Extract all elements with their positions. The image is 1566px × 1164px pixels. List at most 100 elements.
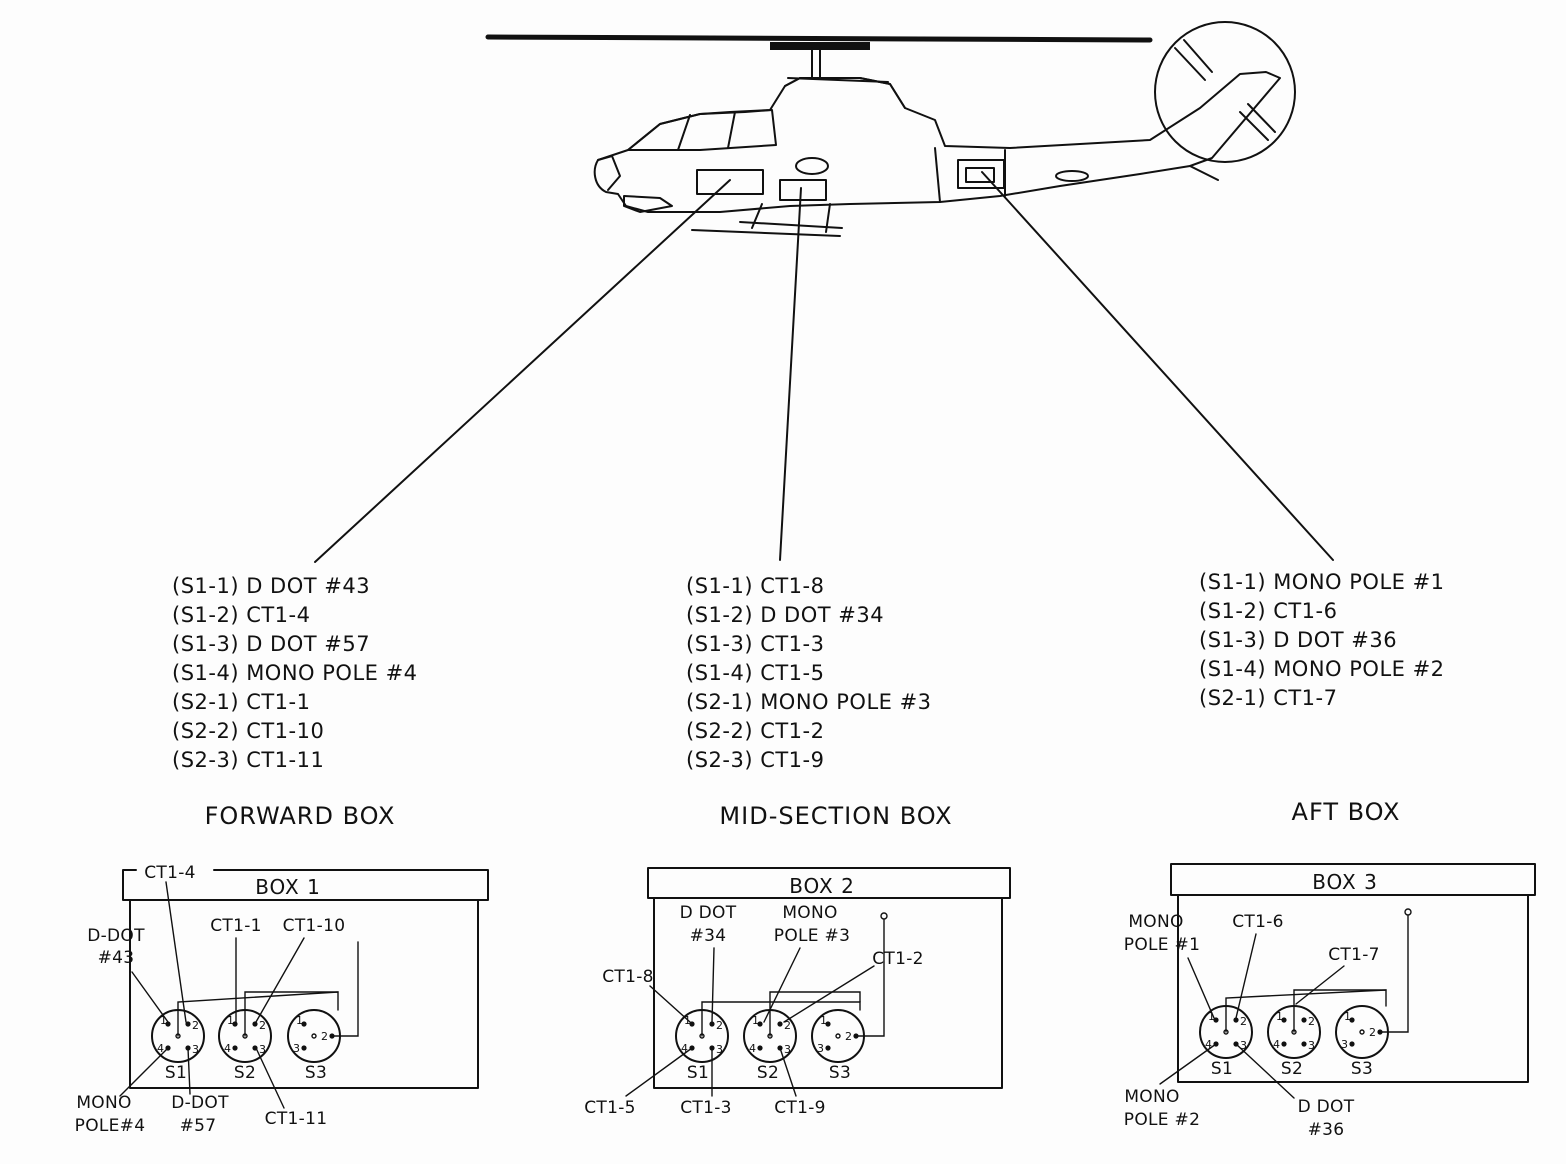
helicopter-drawing [485,21,1296,237]
box-3-label: BOX 3 [1312,870,1378,894]
svg-text:4: 4 [157,1042,164,1055]
socket-s1-label: S1 [1211,1059,1233,1079]
forward-box-title: FORWARD BOX [205,802,396,830]
connection-entry: (S1-2) D DOT #34 [686,603,884,627]
svg-text:2: 2 [845,1030,852,1043]
callout-ct1-3: CT1-3 [680,1098,732,1118]
svg-text:1: 1 [227,1014,234,1027]
connection-entry: (S2-2) CT1-10 [172,719,324,743]
svg-text:1: 1 [1344,1010,1351,1023]
socket-s1-label: S1 [687,1063,709,1083]
svg-text:1: 1 [1208,1010,1215,1023]
connection-entry: (S1-3) CT1-3 [686,632,824,656]
socket-s3-label: S3 [1351,1059,1373,1079]
socket-s2-label: S2 [1281,1059,1303,1079]
connection-entry: (S1-4) MONO POLE #2 [1199,657,1445,681]
svg-text:3: 3 [784,1043,791,1056]
mid-box-title: MID-SECTION BOX [719,802,952,830]
aft-leader-line [981,171,1334,561]
svg-text:4: 4 [1273,1038,1280,1051]
callout-d-dot-34: D DOT [680,903,737,923]
svg-text:#43: #43 [98,948,135,968]
svg-text:2: 2 [321,1030,328,1043]
connection-entry: (S1-4) MONO POLE #4 [172,661,418,685]
wire [177,991,339,1037]
svg-text:3: 3 [293,1042,300,1055]
box-2-enclosure [653,897,1003,1089]
exhaust-outlet [795,157,829,175]
callout-mono-pole-2: MONO [1124,1087,1179,1107]
box-1-label: BOX 1 [255,875,321,899]
svg-text:1: 1 [160,1014,167,1027]
svg-text:3: 3 [1341,1038,1348,1051]
callout-mono-pole-3: MONO [782,903,837,923]
svg-text:1: 1 [752,1014,759,1027]
svg-text:3: 3 [259,1043,266,1056]
callout-ct1-4: CT1-4 [144,863,196,883]
socket-s3-label: S3 [829,1063,851,1083]
svg-text:1: 1 [820,1014,827,1027]
box-1-diagram: BOX 1 1 2 3 4 1 2 3 4 1 [75,863,489,1136]
rotor-hub [770,42,870,50]
svg-text:4: 4 [749,1042,756,1055]
mid-connection-list: (S1-1) CT1-8 (S1-2) D DOT #34 (S1-3) CT1… [686,574,932,772]
svg-text:1: 1 [296,1014,303,1027]
connection-entry: (S2-2) CT1-2 [686,719,824,743]
socket-s1-label: S1 [165,1063,187,1083]
mid-leader-line [779,187,802,561]
callout-ct1-2: CT1-2 [872,949,924,969]
connection-entry: (S1-1) D DOT #43 [172,574,370,598]
box-3-diagram: BOX 3 1 2 3 4 1 2 3 4 1 2 [1124,863,1536,1140]
svg-text:3: 3 [1308,1039,1315,1052]
connection-entry: (S1-2) CT1-6 [1199,599,1337,623]
aft-access-panel [957,159,1005,189]
connection-entry: (S1-3) D DOT #36 [1199,628,1397,652]
callout-d-dot-43: D-DOT [87,926,145,946]
box-2-label: BOX 2 [789,874,855,898]
callout-ct1-10: CT1-10 [283,916,346,936]
svg-text:POLE #1: POLE #1 [1124,935,1200,955]
callout-d-dot-57: D-DOT [171,1093,229,1113]
forward-leader-line [314,179,731,563]
svg-text:2: 2 [1240,1015,1247,1028]
mid-access-panel [779,179,827,201]
connection-entry: (S2-1) MONO POLE #3 [686,690,932,714]
box-1-header [122,869,489,901]
fuselage-marking [1055,170,1089,182]
svg-text:3: 3 [817,1042,824,1055]
box-2-diagram: BOX 2 1 2 3 4 1 2 3 4 1 2 [584,867,1011,1118]
svg-text:#57: #57 [180,1116,217,1136]
connection-entry: (S1-2) CT1-4 [172,603,310,627]
svg-text:POLE#4: POLE#4 [75,1116,146,1136]
svg-text:POLE #2: POLE #2 [1124,1110,1200,1130]
connection-entry: (S1-4) CT1-5 [686,661,824,685]
svg-text:2: 2 [716,1019,723,1032]
callout-ct1-11: CT1-11 [265,1109,328,1129]
svg-text:3: 3 [192,1043,199,1056]
svg-text:4: 4 [1205,1038,1212,1051]
connection-entry: (S1-3) D DOT #57 [172,632,370,656]
callout-ct1-1: CT1-1 [210,916,262,936]
svg-text:2: 2 [1308,1015,1315,1028]
tail-rotor [1154,21,1296,163]
callout-ct1-8: CT1-8 [602,967,654,987]
connection-entry: (S2-3) CT1-9 [686,748,824,772]
svg-text:4: 4 [224,1042,231,1055]
callout-ct1-6: CT1-6 [1232,912,1284,932]
svg-text:2: 2 [192,1019,199,1032]
aft-connection-list: (S1-1) MONO POLE #1 (S1-2) CT1-6 (S1-3) … [1199,570,1445,710]
box-1-enclosure [129,899,479,1089]
callout-mono-pole-1: MONO [1128,912,1183,932]
svg-text:2: 2 [784,1019,791,1032]
wire [1225,989,1387,1033]
callout-mono-pole-4: MONO [76,1093,131,1113]
connection-entry: (S2-3) CT1-11 [172,748,324,772]
main-rotor-blade [485,34,1153,43]
landing-skids [691,203,843,237]
svg-text:4: 4 [681,1042,688,1055]
connection-entry: (S2-1) CT1-1 [172,690,310,714]
socket-s2-label: S2 [234,1063,256,1083]
connection-entry: (S1-1) MONO POLE #1 [1199,570,1445,594]
